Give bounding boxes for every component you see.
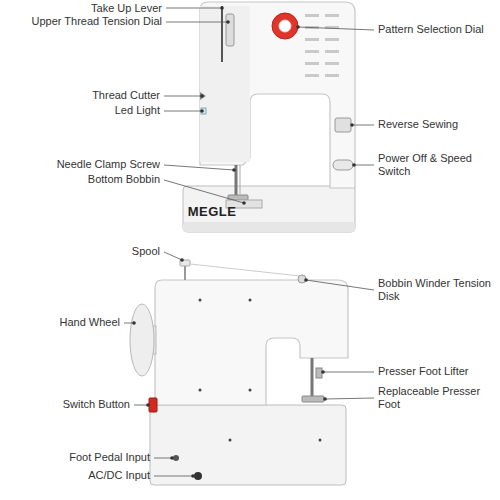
speed-switch (333, 160, 353, 170)
part-label: Pattern Selection Dial (378, 23, 496, 36)
part-label: Presser Foot Lifter (378, 365, 496, 378)
machine-body (155, 280, 348, 405)
machine-base (150, 405, 346, 485)
part-label: Needle Clamp Screw (57, 158, 160, 171)
part-label: Led Light (115, 104, 160, 117)
brand-text: MEGLE (188, 204, 237, 220)
base-shadow (183, 222, 355, 232)
take-up-slot (221, 6, 223, 62)
led (201, 108, 206, 114)
part-label: Upper Thread Tension Dial (32, 15, 162, 28)
presser-lifter (316, 368, 322, 378)
switch (149, 398, 157, 412)
needle (240, 165, 241, 194)
part-label: Bobbin Winder Tension Disk (378, 277, 496, 303)
front-machine (183, 2, 355, 232)
part-label: Thread Cutter (92, 89, 160, 102)
power-socket (194, 472, 202, 480)
part-label: Spool (132, 245, 160, 258)
part-label: Replaceable Presser Foot (378, 385, 496, 411)
part-label: Power Off & Speed Switch (378, 152, 496, 178)
screws (199, 299, 322, 442)
back-machine (130, 260, 348, 485)
presser-bar (311, 358, 314, 396)
head-face (200, 6, 250, 162)
leader-dots (132, 6, 356, 478)
part-label: Bottom Bobbin (88, 173, 160, 186)
part-label: Hand Wheel (59, 316, 120, 329)
part-label: Switch Button (63, 398, 130, 411)
machine-body (200, 2, 355, 188)
part-label: AC/DC Input (88, 469, 150, 482)
tension-dial (226, 14, 234, 46)
reverse-lever (335, 118, 351, 132)
part-label: Foot Pedal Input (69, 451, 150, 464)
part-label: Reverse Sewing (378, 118, 496, 131)
hand-wheel (130, 304, 154, 376)
thread-cutter (200, 92, 206, 100)
thread (190, 264, 300, 276)
pattern-dial (272, 13, 298, 39)
presser-foot (302, 396, 324, 402)
stitch-chart (305, 14, 339, 77)
part-label: Take Up Lever (91, 2, 162, 15)
dial-center (279, 20, 291, 32)
leader-lines (124, 8, 374, 476)
pedal-socket (173, 455, 179, 461)
